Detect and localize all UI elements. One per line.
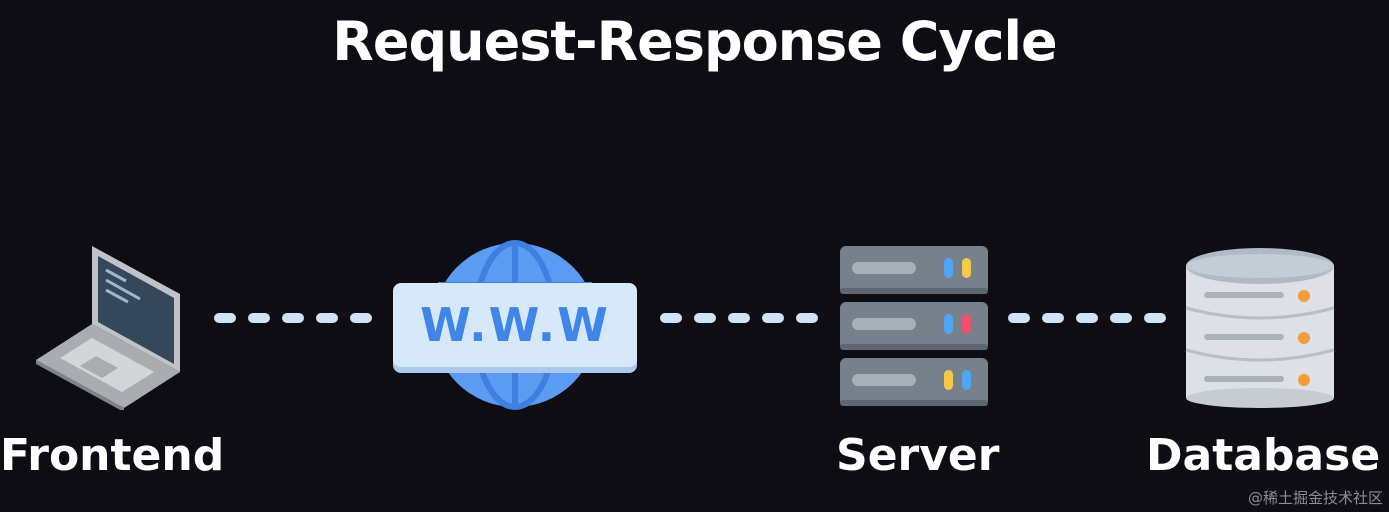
connector-dash [350,313,372,323]
connector-dash [316,313,338,323]
www-banner: W.W.W [393,283,637,367]
connector-dash [1076,313,1098,323]
connector-dash [1110,313,1132,323]
laptop-icon [36,246,180,410]
connector-dash [1144,313,1166,323]
database-icon [1185,248,1335,408]
connector-dash [728,313,750,323]
globe-icon: W.W.W [390,240,640,410]
connector-dash [1008,313,1030,323]
connector-dash [1042,313,1064,323]
connector-dash [694,313,716,323]
connector-dash [282,313,304,323]
connector-dash [796,313,818,323]
page-title: Request-Response Cycle [332,10,1057,73]
frontend-label: Frontend [0,430,225,481]
connector-dash [214,313,236,323]
database-label: Database [1146,430,1381,481]
connector-dash [762,313,784,323]
server-label: Server [836,430,1000,481]
connector-dash [660,313,682,323]
server-rack-icon [840,246,988,406]
www-label: W.W.W [420,298,610,352]
watermark: @稀土掘金技术社区 [1247,489,1383,507]
connector-dash [248,313,270,323]
